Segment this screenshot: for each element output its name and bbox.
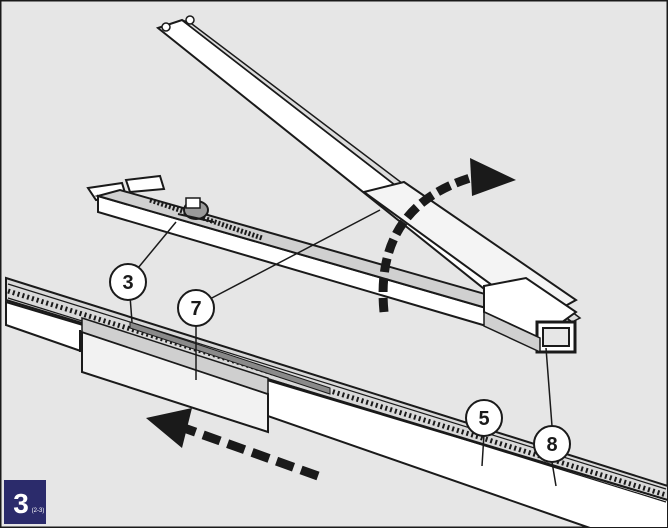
step-number: 3 (13, 488, 29, 519)
step-badge: 3 (2-3) (4, 480, 46, 524)
step-sub-label: (2-3) (32, 508, 45, 514)
callout-8-label: 8 (546, 434, 557, 456)
callout-8: 8 (533, 425, 571, 463)
arm-tube (155, 15, 582, 354)
rail-assembly (5, 276, 668, 528)
callout-7-label: 7 (190, 298, 201, 320)
carriage-part (86, 174, 524, 332)
callout-7: 7 (177, 289, 215, 327)
tube-hole-right (185, 15, 195, 25)
callout-3-label: 3 (122, 272, 133, 294)
callout-5: 5 (465, 399, 503, 437)
leader-lines (129, 209, 557, 487)
gear-mechanism (177, 197, 215, 223)
curved-arrow-icon (378, 158, 516, 313)
callout-5-label: 5 (478, 408, 489, 430)
rail-top-face (5, 276, 668, 502)
tube-hole-left (161, 22, 171, 32)
callout-3: 3 (109, 263, 147, 301)
dashed-left-arrow-icon (146, 408, 320, 481)
